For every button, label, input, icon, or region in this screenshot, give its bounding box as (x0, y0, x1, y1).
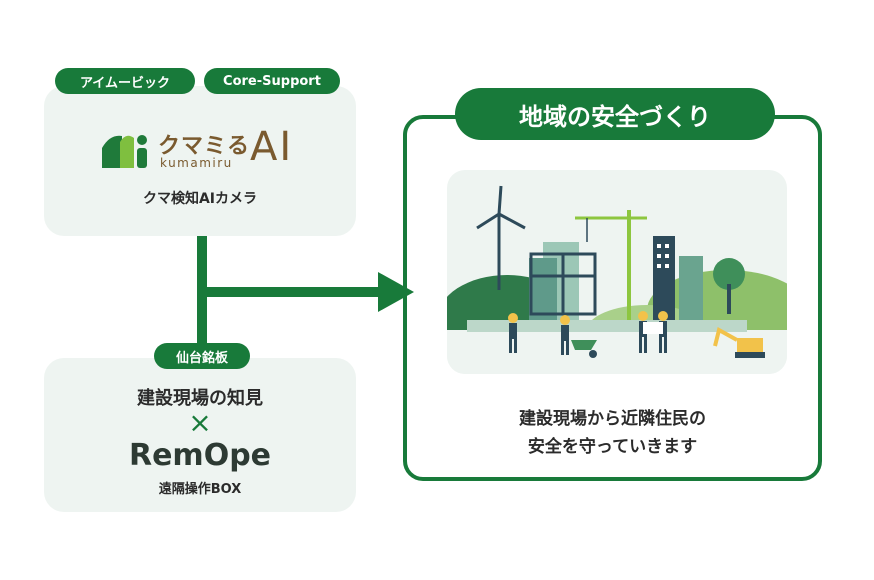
remope-caption: 遠隔操作BOX (158, 482, 242, 497)
community-desc-line1: 建設現場から近隣住民の (519, 409, 706, 429)
tag-sendai-meiban: 仙台銘板 (154, 343, 250, 369)
cross-symbol: × (188, 406, 212, 439)
kumamiru-card (44, 86, 356, 236)
arrow-head-icon (378, 272, 414, 312)
logo-ai: AI (250, 124, 294, 170)
construction-illustration (447, 170, 787, 374)
city-construction-scene (447, 185, 787, 374)
remope-card (44, 358, 356, 512)
logo-house-icon (102, 135, 147, 168)
tag-imovick: アイムービック (55, 68, 195, 94)
vertical-connector (197, 236, 207, 360)
remope-brand: RemOpe (128, 438, 272, 473)
kumamiru-caption: クマ検知AIカメラ (142, 191, 258, 207)
remope-line1: 建設現場の知見 (137, 388, 263, 409)
kumamiru-logo: クマミる kumamiru AI (100, 124, 310, 174)
logo-subtext: kumamiru (160, 156, 233, 170)
community-desc-line2: 安全を守っていきます (527, 437, 698, 457)
horizontal-connector (197, 287, 383, 297)
tag-core-support: Core-Support (204, 68, 340, 94)
logo-text: クマミる (158, 134, 251, 159)
community-safety-title: 地域の安全づくり (455, 88, 775, 140)
